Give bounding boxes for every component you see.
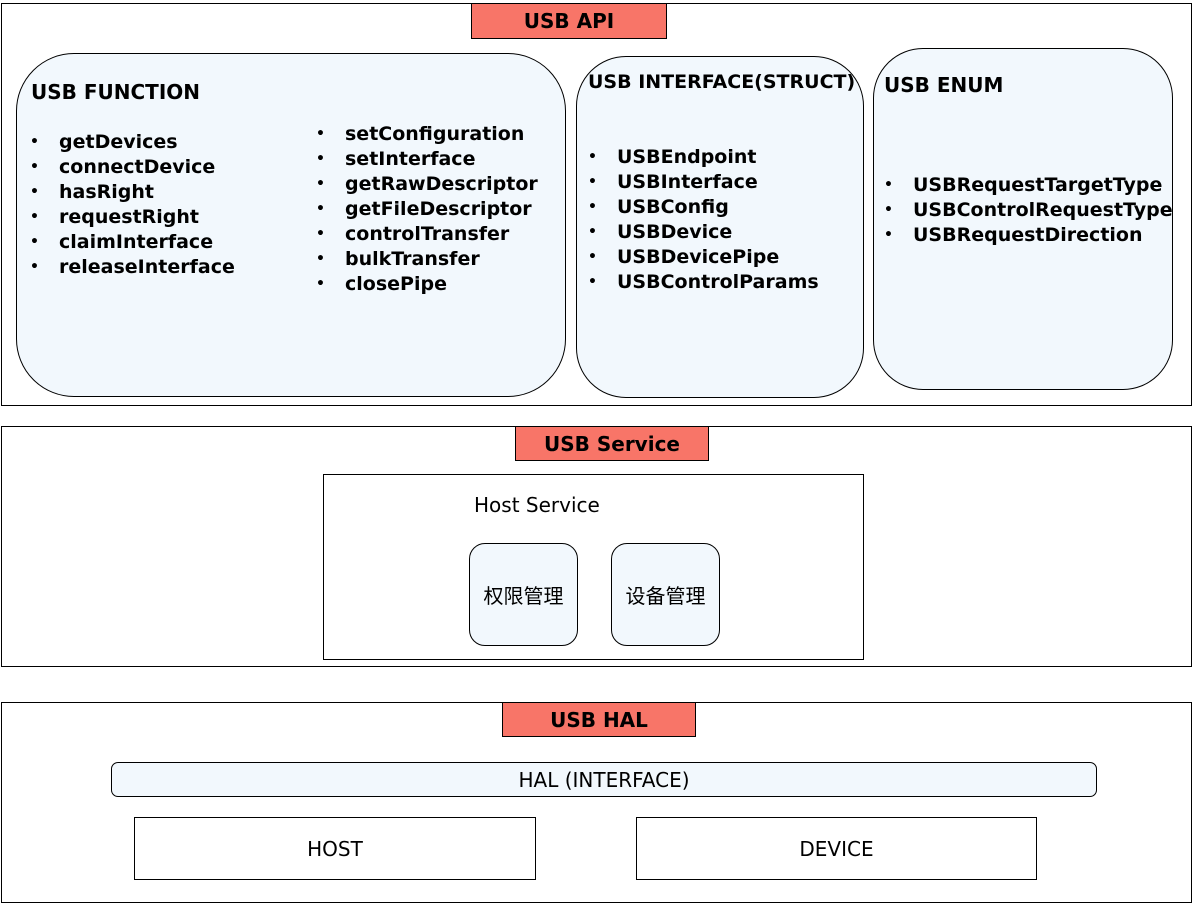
enum-item: USBRequestDirection [884, 223, 1173, 248]
usb-enum-title: USB ENUM [884, 73, 1004, 97]
function-item: claimInterface [30, 230, 235, 255]
enum-item: USBControlRequestType [884, 198, 1173, 223]
permission-management-box: 权限管理 [469, 543, 578, 646]
usb-enum-list: USBRequestTargetType USBControlRequestTy… [884, 173, 1173, 248]
function-item: hasRight [30, 180, 235, 205]
function-item: getFileDescriptor [316, 197, 538, 222]
function-item: getDevices [30, 130, 235, 155]
function-item: setInterface [316, 147, 538, 172]
enum-item: USBRequestTargetType [884, 173, 1173, 198]
interface-item: USBControlParams [588, 270, 819, 295]
function-item: controlTransfer [316, 222, 538, 247]
interface-item: USBInterface [588, 170, 819, 195]
function-item: bulkTransfer [316, 247, 538, 272]
hal-interface-bar: HAL (INTERFACE) [111, 762, 1097, 797]
usb-function-title: USB FUNCTION [31, 80, 200, 104]
interface-item: USBEndpoint [588, 145, 819, 170]
function-item: connectDevice [30, 155, 235, 180]
function-item: releaseInterface [30, 255, 235, 280]
usb-function-list-left: getDevices connectDevice hasRight reques… [30, 130, 235, 280]
usb-api-tag: USB API [471, 3, 667, 39]
device-management-box: 设备管理 [611, 543, 720, 646]
usb-service-tag: USB Service [515, 426, 709, 461]
usb-function-list-right: setConfiguration setInterface getRawDesc… [316, 122, 538, 297]
function-item: closePipe [316, 272, 538, 297]
function-item: setConfiguration [316, 122, 538, 147]
hal-device-box: DEVICE [636, 817, 1037, 880]
interface-item: USBDevicePipe [588, 245, 819, 270]
usb-hal-tag: USB HAL [502, 702, 696, 737]
host-service-box [323, 474, 864, 660]
usb-interface-list: USBEndpoint USBInterface USBConfig USBDe… [588, 145, 819, 295]
function-item: getRawDescriptor [316, 172, 538, 197]
hal-host-box: HOST [134, 817, 536, 880]
interface-item: USBConfig [588, 195, 819, 220]
function-item: requestRight [30, 205, 235, 230]
usb-interface-title: USB INTERFACE(STRUCT) [588, 71, 856, 93]
host-service-title: Host Service [474, 493, 600, 517]
interface-item: USBDevice [588, 220, 819, 245]
